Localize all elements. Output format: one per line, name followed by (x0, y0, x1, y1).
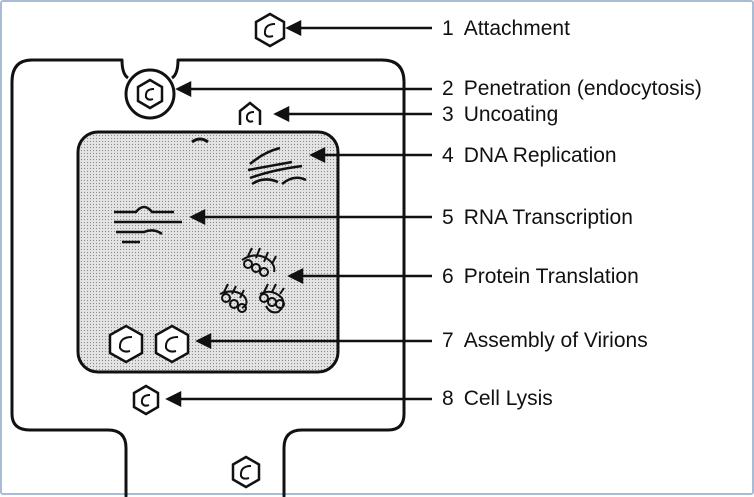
step-text: Penetration (endocytosis) (463, 77, 702, 100)
assembled-virion-icon (108, 324, 144, 364)
step-label-attachment: 1 Attachment (442, 18, 570, 39)
rna-transcription-strands (114, 205, 182, 244)
step-label-protein-translation: 6 Protein Translation (442, 266, 639, 287)
pointer-arrows (165, 19, 432, 408)
step-text: RNA Transcription (463, 206, 633, 229)
step-number: 7 (442, 329, 454, 352)
step-label-dna-replication: 4 DNA Replication (442, 145, 617, 166)
virus-in-vesicle-icon (136, 78, 164, 110)
step-number: 6 (442, 265, 454, 288)
step-number: 5 (442, 206, 454, 229)
step-number: 4 (442, 144, 454, 167)
step-text: DNA Replication (463, 144, 617, 167)
step-label-uncoating: 3 Uncoating (442, 104, 558, 125)
endocytic-pit (120, 59, 180, 80)
cell-membrane (10, 58, 406, 497)
step-text: Protein Translation (463, 265, 639, 288)
step-text: Assembly of Virions (463, 329, 648, 352)
step-number: 8 (442, 387, 454, 410)
step-text: Cell Lysis (463, 387, 553, 410)
protein-translation-polysomes (219, 247, 285, 314)
released-virion-icon (132, 384, 160, 416)
step-label-penetration: 2 Penetration (endocytosis) (442, 78, 702, 99)
endocytic-vesicle (124, 68, 176, 120)
viral-dna-fragment (191, 137, 209, 144)
step-label-assembly: 7 Assembly of Virions (442, 330, 648, 351)
step-text: Attachment (463, 17, 570, 40)
step-number: 2 (442, 77, 454, 100)
step-number: 3 (442, 103, 454, 126)
uncoating-capsid-icon (238, 101, 262, 125)
escaped-virion-icon (231, 455, 261, 489)
virus-attached-icon (254, 12, 286, 48)
dna-replication-strands (247, 146, 307, 186)
step-text: Uncoating (463, 103, 559, 126)
step-label-cell-lysis: 8 Cell Lysis (442, 388, 553, 409)
assembled-virion-icon (154, 324, 190, 364)
step-number: 1 (442, 17, 454, 40)
step-label-rna-transcription: 5 RNA Transcription (442, 207, 633, 228)
